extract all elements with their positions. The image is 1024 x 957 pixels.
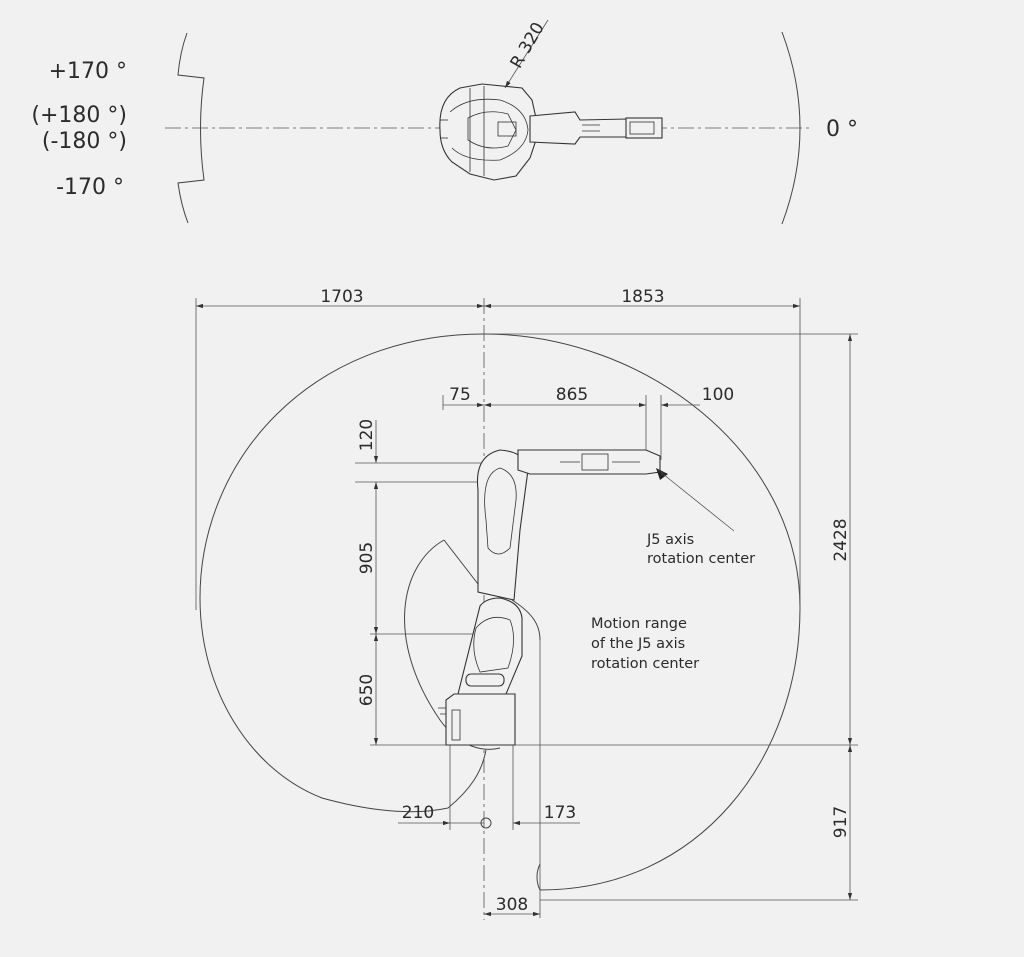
top-robot-body	[439, 83, 663, 181]
dim-1853: 1853	[621, 287, 664, 307]
angle-zero: 0 °	[826, 117, 858, 142]
side-robot-body	[438, 449, 668, 746]
dim-1703: 1703	[320, 287, 363, 307]
angle-minus-170: -170 °	[56, 175, 124, 200]
motion-note-line1: Motion range	[591, 616, 687, 632]
dim-210: 210	[402, 803, 434, 823]
motion-note-line3: rotation center	[591, 656, 699, 672]
dim-75: 75	[449, 385, 471, 405]
dim-905: 905	[357, 542, 377, 574]
dim-650: 650	[357, 674, 377, 706]
side-view: 1703 1853 75 865 100 120 905 650 2428 91…	[195, 287, 858, 920]
j5-note-line2: rotation center	[647, 551, 755, 567]
radius-leader	[504, 19, 549, 89]
angle-minus-180: (-180 °)	[42, 129, 127, 154]
radius-label: R 320	[507, 19, 549, 72]
j5-leader	[657, 469, 735, 532]
inner-motion-range	[404, 539, 541, 750]
dim-917: 917	[831, 806, 851, 838]
top-range-arc-left	[177, 32, 205, 224]
motion-note-line2: of the J5 axis	[591, 636, 685, 652]
angle-plus-170: +170 °	[49, 59, 127, 84]
j5-note-line1: J5 axis	[646, 532, 694, 548]
dim-173: 173	[544, 803, 576, 823]
dim-865: 865	[556, 385, 588, 405]
dim-308: 308	[496, 895, 528, 915]
dim-2428: 2428	[831, 518, 851, 561]
angle-plus-180: (+180 °)	[31, 103, 127, 128]
dim-120: 120	[357, 419, 377, 451]
top-view: R 320 +170 ° (+180 °) (-180 °) -170 ° 0 …	[31, 19, 858, 225]
dim-100: 100	[702, 385, 734, 405]
base-pivot-marker	[480, 817, 492, 829]
